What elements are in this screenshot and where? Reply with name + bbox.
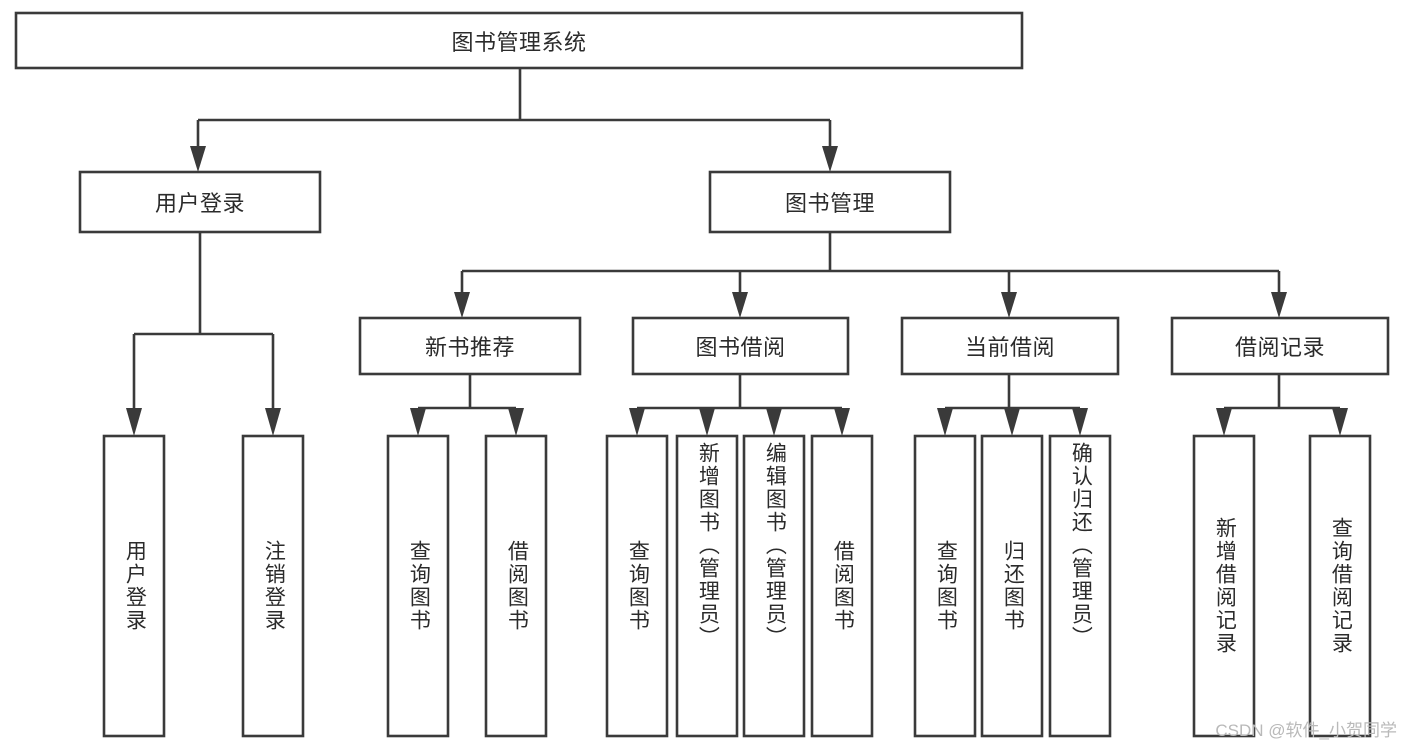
arrow-head-icon <box>265 408 281 436</box>
node-leaf-add-record[interactable] <box>1192 434 1256 738</box>
arrow-head-icon <box>732 292 748 318</box>
arrow-head-icon <box>766 408 782 436</box>
node-leaf-borrow-book-2[interactable] <box>810 434 874 738</box>
node-leaf-query-book-2[interactable] <box>605 434 669 738</box>
connector-layer <box>126 68 1348 436</box>
node-leaf-borrow-book-1[interactable] <box>484 434 548 738</box>
node-leaf-confirm-return[interactable] <box>1048 434 1112 738</box>
arrow-head-icon <box>190 146 206 172</box>
node-leaf-return-book[interactable] <box>980 434 1044 738</box>
arrow-head-icon <box>629 408 645 436</box>
node-user-login[interactable] <box>78 170 322 234</box>
node-leaf-query-record[interactable] <box>1308 434 1372 738</box>
node-current-borrow[interactable] <box>900 316 1120 376</box>
arrow-head-icon <box>454 292 470 318</box>
node-root[interactable] <box>14 11 1024 70</box>
arrow-head-icon <box>1004 408 1020 436</box>
node-leaf-user-logout[interactable] <box>241 434 305 738</box>
node-leaf-add-book[interactable] <box>675 434 739 738</box>
node-box-layer <box>14 11 1390 738</box>
node-leaf-query-book-1[interactable] <box>386 434 450 738</box>
arrow-head-icon <box>1216 408 1232 436</box>
arrow-head-icon <box>699 408 715 436</box>
arrow-head-icon <box>1271 292 1287 318</box>
arrow-head-icon <box>834 408 850 436</box>
arrow-head-icon <box>1001 292 1017 318</box>
node-leaf-edit-book[interactable] <box>742 434 806 738</box>
node-new-book-recommend[interactable] <box>358 316 582 376</box>
node-book-manage[interactable] <box>708 170 952 234</box>
arrow-head-icon <box>937 408 953 436</box>
arrow-head-icon <box>508 408 524 436</box>
node-book-borrow[interactable] <box>631 316 850 376</box>
node-borrow-record[interactable] <box>1170 316 1390 376</box>
arrow-head-icon <box>822 146 838 172</box>
node-leaf-user-login[interactable] <box>102 434 166 738</box>
arrow-head-icon <box>410 408 426 436</box>
arrow-head-icon <box>126 408 142 436</box>
node-leaf-query-book-3[interactable] <box>913 434 977 738</box>
arrow-head-icon <box>1332 408 1348 436</box>
arrow-head-icon <box>1072 408 1088 436</box>
